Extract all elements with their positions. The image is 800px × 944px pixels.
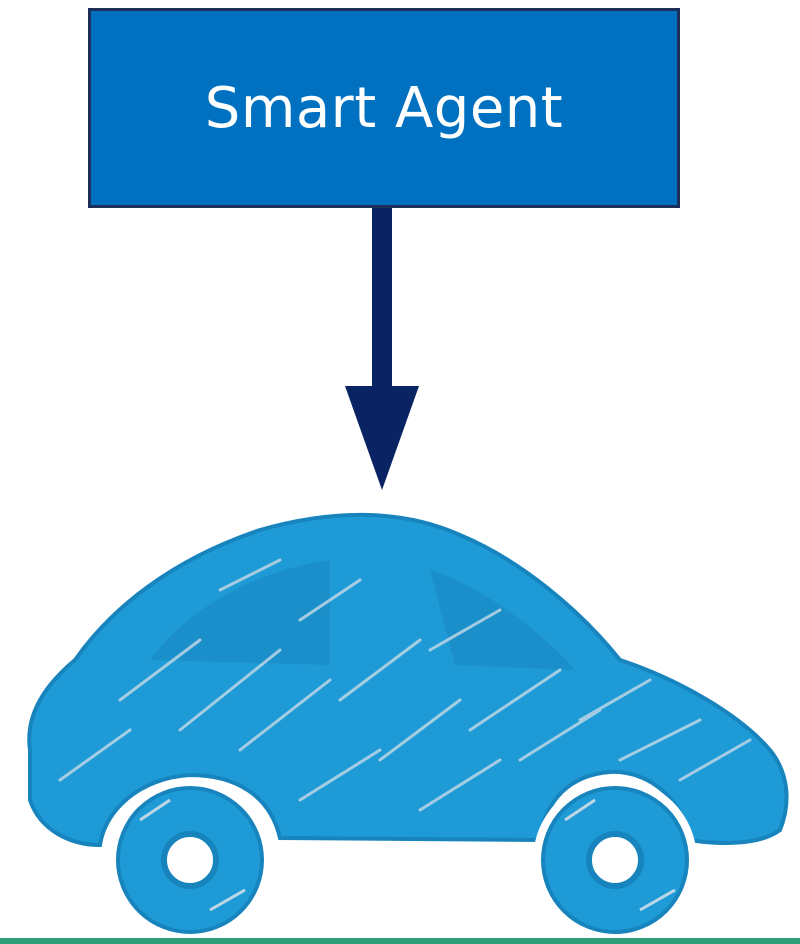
car-body [27,512,789,848]
ground-line [0,938,800,944]
car-window-rear [150,560,330,665]
car-icon [27,512,789,942]
front-wheel [533,778,697,942]
car-window-front [430,570,575,670]
arrow-head [345,386,419,490]
smart-agent-box: Smart Agent [88,8,680,208]
smart-agent-label: Smart Agent [204,75,564,141]
rear-wheel [108,778,272,942]
arrow-shaft [372,208,392,388]
car-scribble-lines [58,558,752,812]
down-arrow-connector [345,208,419,490]
